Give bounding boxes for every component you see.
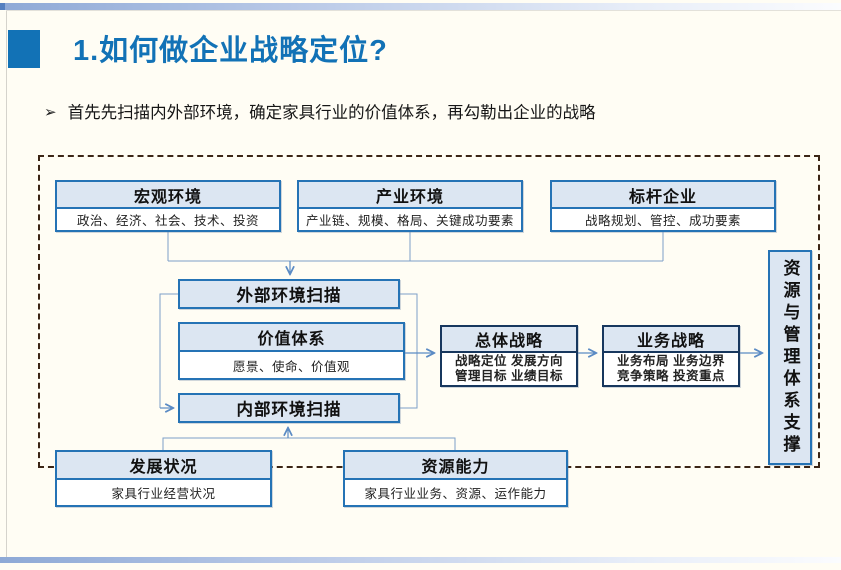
slide-left-edge bbox=[6, 10, 7, 557]
resource-capability-box: 资源能力 家具行业业务、资源、运作能力 bbox=[343, 450, 568, 507]
bullet-text: 首先先扫描内外部环境，确定家具行业的价值体系，再勾勒出企业的战略 bbox=[67, 104, 596, 122]
development-status-box: 发展状况 家具行业经营状况 bbox=[55, 450, 272, 507]
macro-environment-body: 政治、经济、社会、技术、投资 bbox=[57, 209, 279, 230]
slide-top-edge bbox=[6, 10, 841, 11]
top-gradient-bar bbox=[0, 3, 841, 10]
development-status-body: 家具行业经营状况 bbox=[57, 480, 270, 505]
benchmark-enterprise-box: 标杆企业 战略规划、管控、成功要素 bbox=[550, 180, 776, 232]
page-title: 1.如何做企业战略定位? bbox=[73, 35, 388, 67]
overall-strategy-line2: 管理目标 业绩目标 bbox=[455, 369, 563, 383]
top-bar-accent-square bbox=[0, 3, 5, 10]
bullet-arrow-icon: ➢ bbox=[44, 104, 57, 121]
title-accent-square bbox=[8, 30, 40, 68]
overall-strategy-line1: 战略定位 发展方向 bbox=[455, 354, 563, 368]
support-bar-label: 资源与管理体系支撑 bbox=[780, 258, 800, 457]
bullet-row: ➢ 首先先扫描内外部环境，确定家具行业的价值体系，再勾勒出企业的战略 bbox=[44, 101, 596, 125]
industry-environment-box: 产业环境 产业链、规模、格局、关键成功要素 bbox=[297, 180, 523, 232]
business-strategy-box: 业务战略 业务布局 业务边界 竞争策略 投资重点 bbox=[602, 325, 740, 387]
macro-environment-title: 宏观环境 bbox=[57, 182, 279, 209]
overall-strategy-title: 总体战略 bbox=[442, 327, 576, 353]
benchmark-enterprise-title: 标杆企业 bbox=[552, 182, 774, 209]
benchmark-enterprise-body: 战略规划、管控、成功要素 bbox=[552, 209, 774, 230]
macro-environment-box: 宏观环境 政治、经济、社会、技术、投资 bbox=[55, 180, 281, 232]
overall-strategy-box: 总体战略 战略定位 发展方向 管理目标 业绩目标 bbox=[440, 325, 578, 387]
resource-capability-body: 家具行业业务、资源、运作能力 bbox=[345, 480, 566, 505]
industry-environment-title: 产业环境 bbox=[299, 182, 521, 209]
business-strategy-title: 业务战略 bbox=[604, 327, 738, 353]
internal-scan-box: 内部环境扫描 bbox=[178, 393, 400, 423]
support-bar-box: 资源与管理体系支撑 bbox=[768, 250, 812, 465]
value-system-title: 价值体系 bbox=[180, 324, 403, 352]
development-status-title: 发展状况 bbox=[57, 452, 270, 480]
bottom-gradient-bar bbox=[0, 557, 841, 563]
industry-environment-body: 产业链、规模、格局、关键成功要素 bbox=[299, 209, 521, 230]
business-strategy-line1: 业务布局 业务边界 bbox=[617, 354, 725, 368]
business-strategy-line2: 竞争策略 投资重点 bbox=[617, 369, 725, 383]
value-system-box: 价值体系 愿景、使命、价值观 bbox=[178, 322, 405, 380]
external-scan-box: 外部环境扫描 bbox=[178, 279, 400, 309]
resource-capability-title: 资源能力 bbox=[345, 452, 566, 480]
value-system-body: 愿景、使命、价值观 bbox=[180, 352, 403, 378]
